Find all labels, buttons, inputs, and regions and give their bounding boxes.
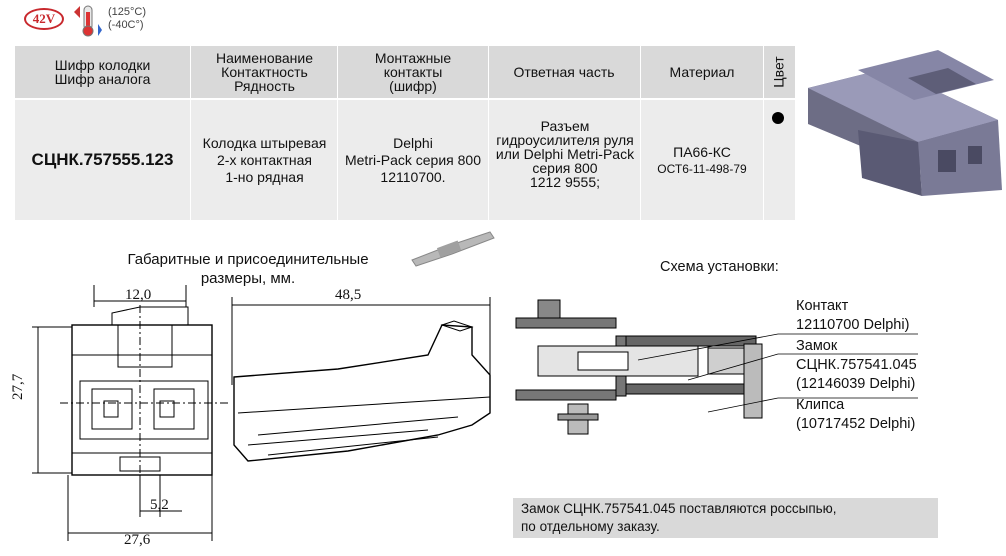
header-color: Цвет [771, 56, 787, 88]
install-caption: Схема установки: [660, 259, 779, 275]
temperature-range: (125°C) (-40C°) [108, 6, 146, 32]
header-material: Материал [669, 64, 735, 80]
dim-length: 48,5 [335, 287, 362, 303]
side-view-drawing [231, 297, 491, 462]
table-row [15, 100, 795, 220]
header-mate: Ответная часть [513, 64, 615, 80]
dim-width-top: 12,0 [125, 287, 152, 303]
dim-height: 27,7 [10, 373, 26, 400]
front-view-drawing [32, 285, 230, 541]
table-header [15, 46, 795, 98]
thermometer-icon [74, 5, 102, 37]
install-scheme-drawing [515, 299, 918, 435]
supply-note: Замок СЦНК.757541.045 поставляются россы… [513, 498, 938, 538]
connector-3d-image [808, 50, 1002, 196]
contact-pin-image [411, 231, 495, 267]
voltage-badge: 42V [24, 8, 64, 30]
label-clip: Клипса(10717452 Delphi) [796, 397, 916, 432]
dim-pin-pitch: 5,2 [150, 497, 169, 513]
dim-width-bottom: 27,6 [124, 532, 151, 548]
row-code: СЦНК.757555.123 [31, 150, 174, 169]
temp-high: (125°C) [108, 6, 147, 18]
temp-low: (-40C°) [108, 19, 144, 31]
color-swatch [772, 112, 784, 124]
